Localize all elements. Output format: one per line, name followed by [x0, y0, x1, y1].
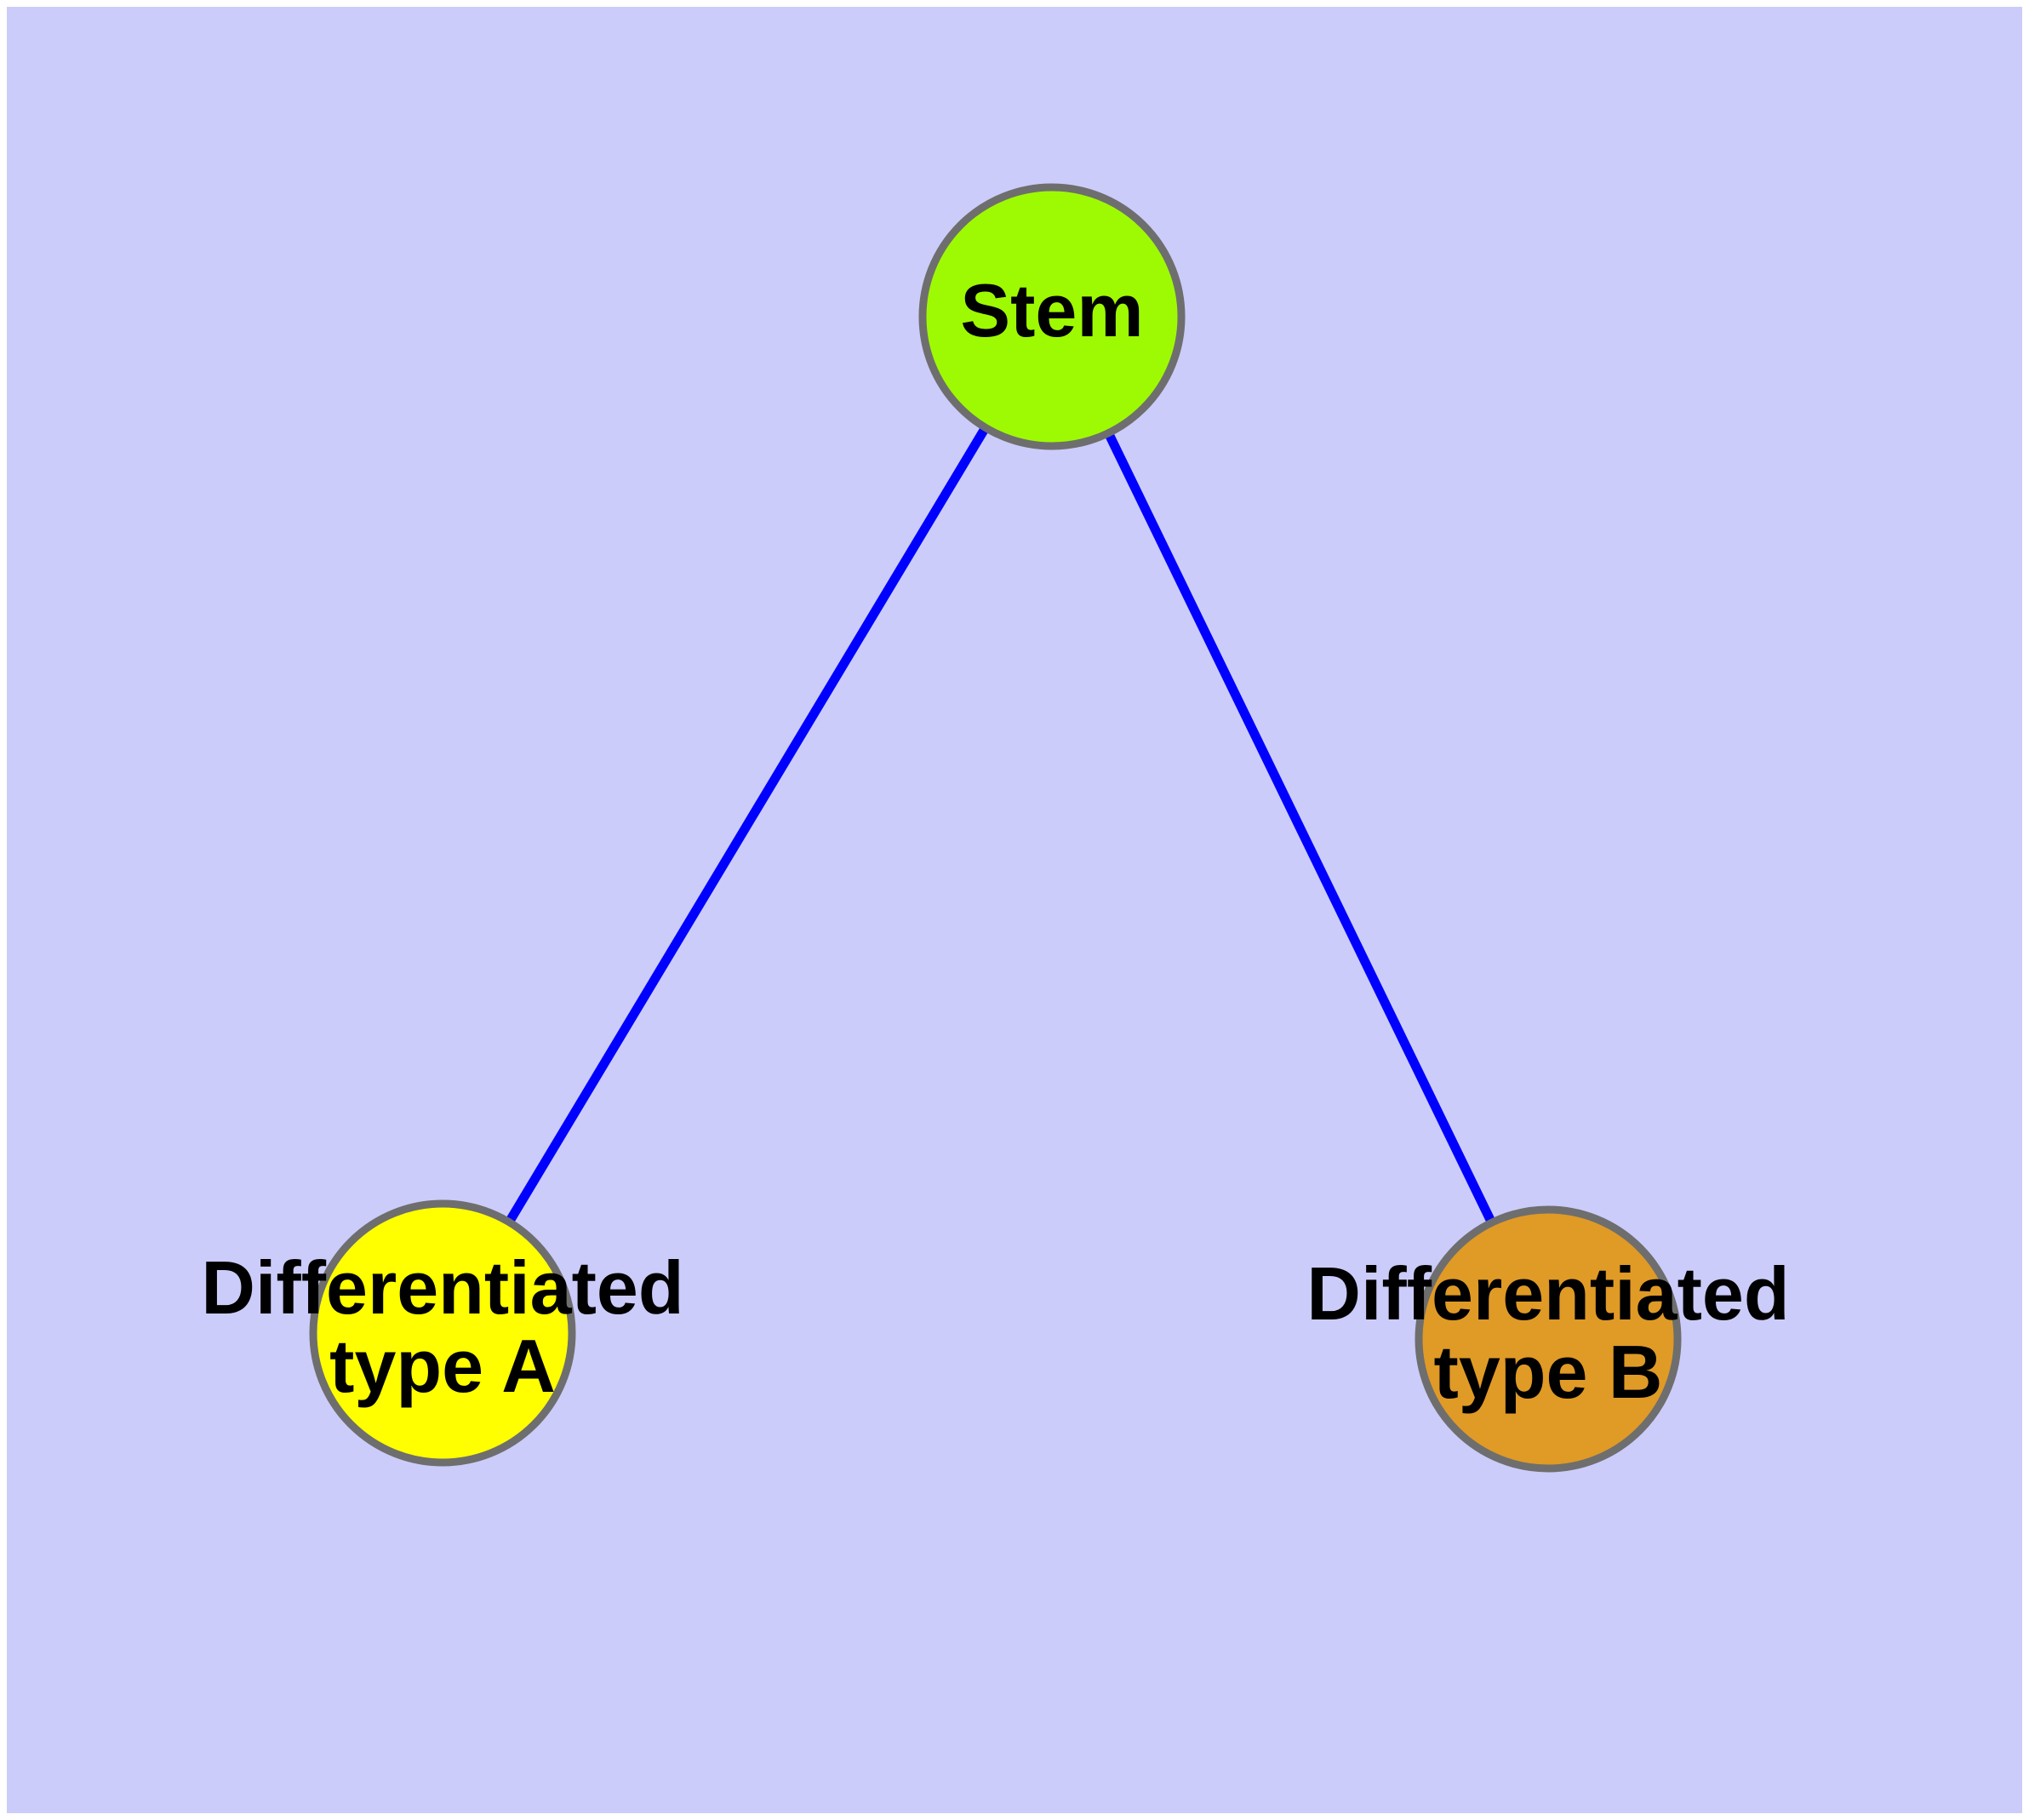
graph-node-diff-a[interactable] [309, 1199, 576, 1467]
label-line: type A [329, 1324, 556, 1408]
nodes-layer [309, 183, 1682, 1473]
graph-edge-stem-to-a[interactable] [506, 426, 989, 1223]
label-line: Differentiated [1306, 1251, 1789, 1336]
graph-node-stem[interactable] [918, 183, 1186, 450]
edges-layer [506, 426, 1495, 1223]
graph-edge-stem-to-b[interactable] [1105, 432, 1495, 1223]
graph-node-label-stem: Stem [960, 268, 1143, 352]
graph-node-diff-b[interactable] [1415, 1205, 1682, 1473]
label-line: Stem [960, 268, 1143, 352]
label-line: type B [1434, 1330, 1663, 1414]
label-line: Differentiated [201, 1245, 683, 1330]
